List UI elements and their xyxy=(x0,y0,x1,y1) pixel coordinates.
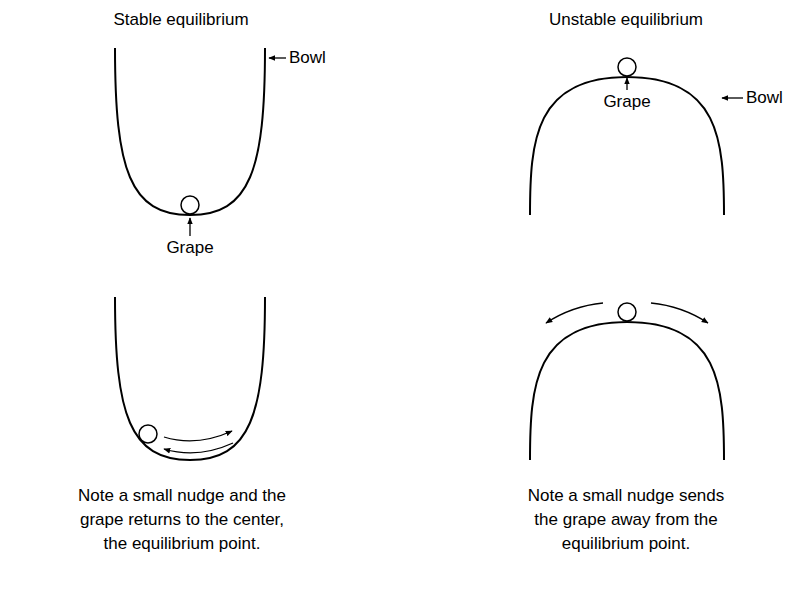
part-label: Grape xyxy=(166,238,213,258)
bowl-shape xyxy=(115,297,265,460)
bowl-shape xyxy=(115,48,265,215)
caption-note: Note a small nudge and the grape returns… xyxy=(66,484,298,556)
panel-title: Unstable equilibrium xyxy=(549,10,703,30)
grape-circle xyxy=(139,425,157,443)
pointer-arrow xyxy=(626,78,627,90)
motion-arrow xyxy=(164,431,232,441)
motion-arrow xyxy=(164,443,233,453)
bowl-shape xyxy=(530,77,724,215)
grape-circle xyxy=(181,196,199,214)
pointer-arrow xyxy=(269,57,286,58)
grape-circle xyxy=(618,303,636,321)
motion-arrow xyxy=(651,303,708,323)
pointer-arrow xyxy=(722,97,743,98)
grape-circle xyxy=(618,58,636,76)
motion-arrow xyxy=(546,303,603,323)
panel-title: Stable equilibrium xyxy=(113,10,248,30)
part-label: Bowl xyxy=(746,88,783,108)
part-label: Bowl xyxy=(289,48,326,68)
bowl-shape xyxy=(530,322,724,460)
pointer-arrow xyxy=(189,218,190,236)
part-label: Grape xyxy=(603,92,650,112)
caption-note: Note a small nudge sends the grape away … xyxy=(520,484,732,556)
